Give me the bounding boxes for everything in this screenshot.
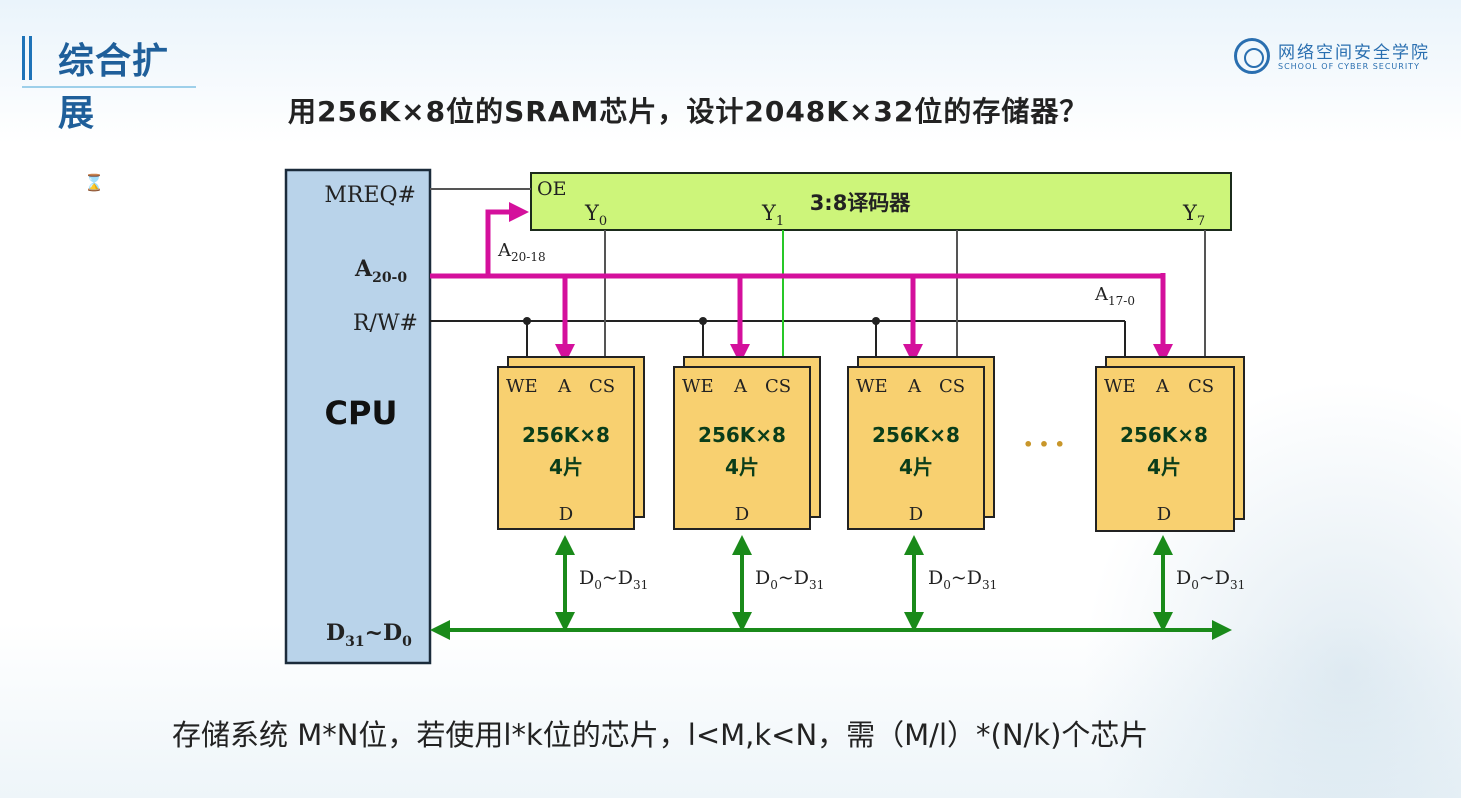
footer-formula: 存储系统 M*N位，若使用l*k位的芯片，l<M,k<N，需（M/l）*(N/k… — [172, 718, 1149, 752]
chip-size-label: 256K×8 — [698, 423, 786, 447]
busy-cursor-icon: ⌛ — [84, 173, 104, 192]
chip-we-label: WE — [506, 376, 538, 397]
chip-a-label: A — [733, 376, 748, 397]
chip-group-3: WE A CS 256K×8 4片 D — [1095, 356, 1245, 532]
chip-size-label: 256K×8 — [1120, 423, 1208, 447]
cpu-mreq-label: MREQ# — [324, 183, 416, 208]
chip-cs-label: CS — [939, 376, 965, 397]
ellipsis: • • • — [1023, 435, 1065, 454]
school-emblem-icon — [1234, 38, 1270, 74]
logo-english-name: SCHOOL OF CYBER SECURITY — [1278, 62, 1420, 71]
chip-address-label: A17-0 — [1094, 284, 1135, 308]
chip-group-0: WE A CS 256K×8 4片 D — [497, 356, 645, 530]
logo-chinese-name: 网络空间安全学院 — [1278, 43, 1430, 63]
chip-count-label: 4片 — [725, 455, 759, 479]
chip-we-label: WE — [682, 376, 714, 397]
slide-title: 综合扩展 — [58, 41, 170, 134]
chip-a-label: A — [907, 376, 922, 397]
chip-we-label: WE — [1104, 376, 1136, 397]
decoder-box — [530, 172, 1232, 231]
slide-title-bar: 综合扩展 — [22, 30, 196, 134]
svg-text:D0~D31: D0~D31 — [928, 567, 997, 592]
chip-d-label: D — [735, 504, 749, 525]
school-logo: 网络空间安全学院 SCHOOL OF CYBER SECURITY — [1234, 38, 1444, 78]
chip-d-label: D — [1157, 504, 1171, 525]
chip-cs-label: CS — [765, 376, 791, 397]
title-accent-bars — [22, 36, 36, 80]
question-text: 用256K×8位的SRAM芯片，设计2048K×32位的存储器？ — [288, 95, 1089, 128]
chip-a-label: A — [1155, 376, 1170, 397]
cpu-data-label: D31~D0 — [326, 620, 412, 650]
chip-cs-label: CS — [1188, 376, 1214, 397]
address-bus — [430, 202, 1173, 364]
chip-d-label: D — [909, 504, 923, 525]
data-bus — [430, 535, 1232, 640]
decoder-input-label: A20-18 — [497, 240, 546, 264]
cpu-rw-label: R/W# — [353, 311, 418, 336]
cpu-box — [284, 168, 432, 665]
chip-group-1: WE A CS 256K×8 4片 D — [673, 356, 821, 530]
chip-a-label: A — [557, 376, 572, 397]
cpu-label: CPU — [325, 394, 398, 432]
svg-text:D0~D31: D0~D31 — [755, 567, 824, 592]
chip-we-label: WE — [856, 376, 888, 397]
chip-cs-label: CS — [589, 376, 615, 397]
decoder-oe-label: OE — [537, 178, 566, 200]
decoder-label: 3:8译码器 — [810, 191, 912, 215]
svg-text:D0~D31: D0~D31 — [1176, 567, 1245, 592]
svg-text:D0~D31: D0~D31 — [579, 567, 648, 592]
chip-d-label: D — [559, 504, 573, 525]
chip-count-label: 4片 — [549, 455, 583, 479]
chip-size-label: 256K×8 — [522, 423, 610, 447]
chip-count-label: 4片 — [1147, 455, 1181, 479]
chip-group-2: WE A CS 256K×8 4片 D — [847, 356, 995, 530]
chip-count-label: 4片 — [899, 455, 933, 479]
chip-size-label: 256K×8 — [872, 423, 960, 447]
